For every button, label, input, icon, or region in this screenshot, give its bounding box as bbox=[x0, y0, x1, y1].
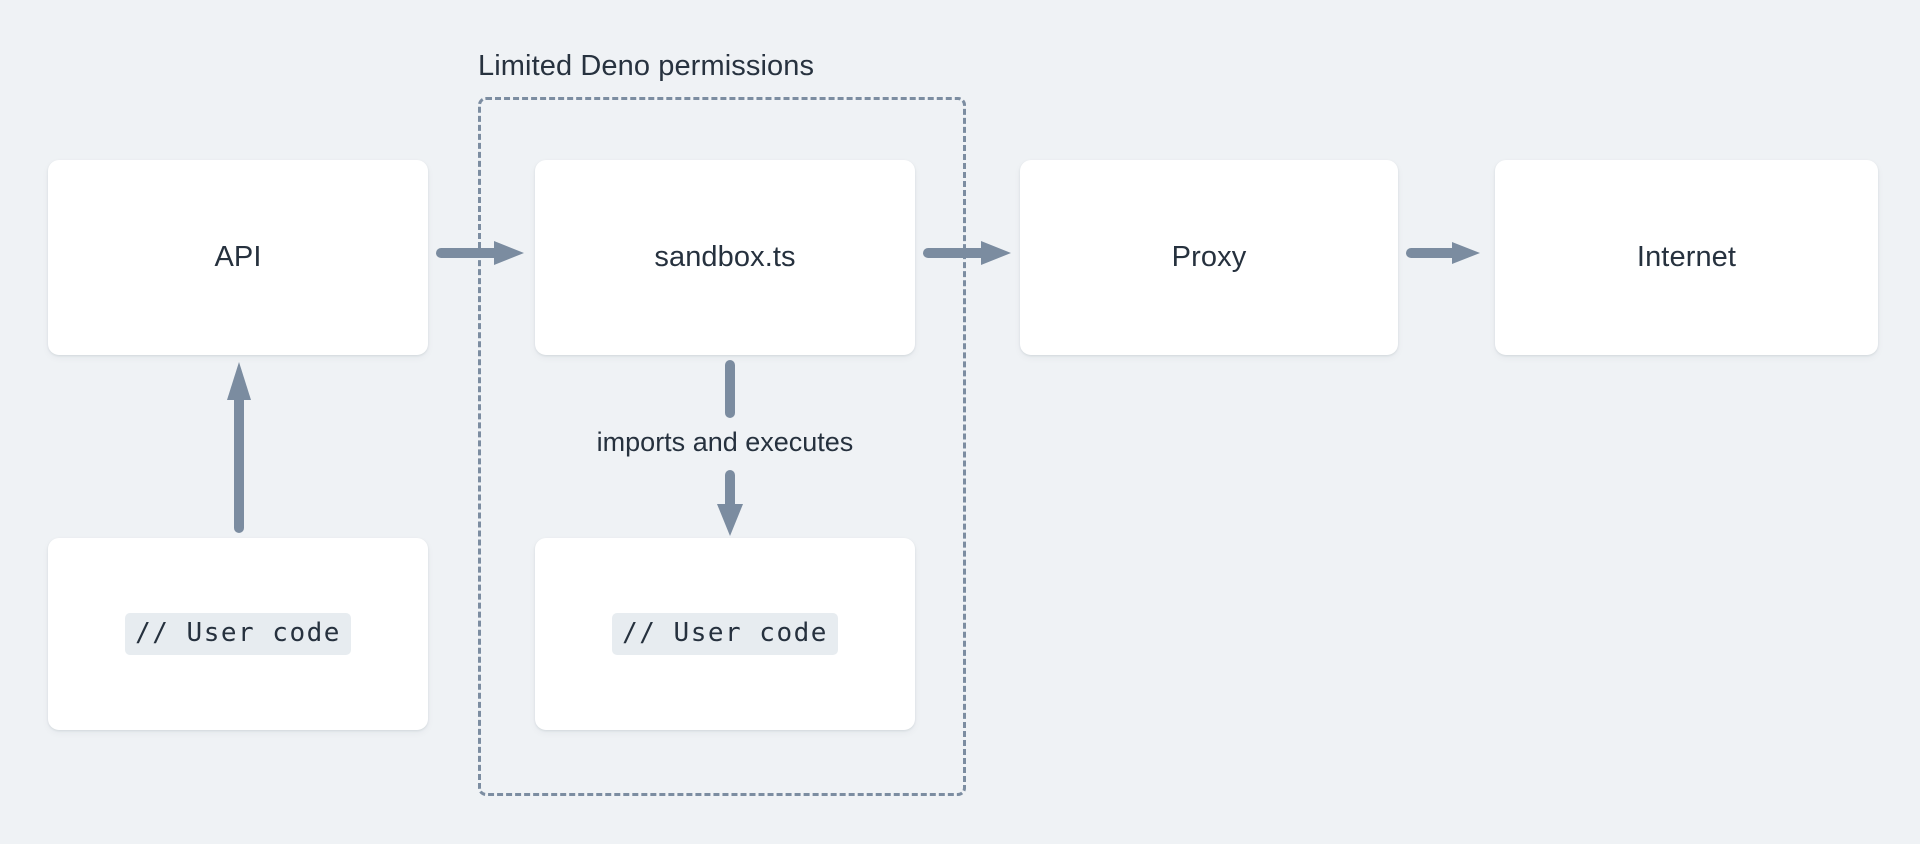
node-user-code-external[interactable]: // User code bbox=[48, 538, 428, 730]
node-internet-label: Internet bbox=[1636, 241, 1737, 273]
arrow-user-code-to-api-icon bbox=[224, 356, 254, 536]
node-api[interactable]: API bbox=[48, 160, 428, 355]
node-api-label: API bbox=[214, 241, 262, 273]
node-user-code-sandboxed[interactable]: // User code bbox=[535, 538, 915, 730]
arrow-api-to-sandbox-icon bbox=[436, 238, 528, 268]
node-sandbox-ts[interactable]: sandbox.ts bbox=[535, 160, 915, 355]
arrow-proxy-to-internet-icon bbox=[1406, 238, 1486, 268]
sandbox-group-container bbox=[478, 97, 966, 796]
group-label-limited-deno-permissions: Limited Deno permissions bbox=[478, 50, 815, 82]
node-user-code-external-label: // User code bbox=[125, 613, 351, 655]
node-internet[interactable]: Internet bbox=[1495, 160, 1878, 355]
node-sandbox-ts-label: sandbox.ts bbox=[654, 241, 796, 273]
arrow-sandbox-to-proxy-icon bbox=[923, 238, 1015, 268]
arrow-sandbox-to-user-code-stem-icon bbox=[715, 360, 745, 418]
arrow-sandbox-to-user-code-head-icon bbox=[715, 470, 745, 538]
node-proxy-label: Proxy bbox=[1171, 241, 1247, 273]
node-user-code-sandboxed-label: // User code bbox=[612, 613, 838, 655]
node-proxy[interactable]: Proxy bbox=[1020, 160, 1398, 355]
